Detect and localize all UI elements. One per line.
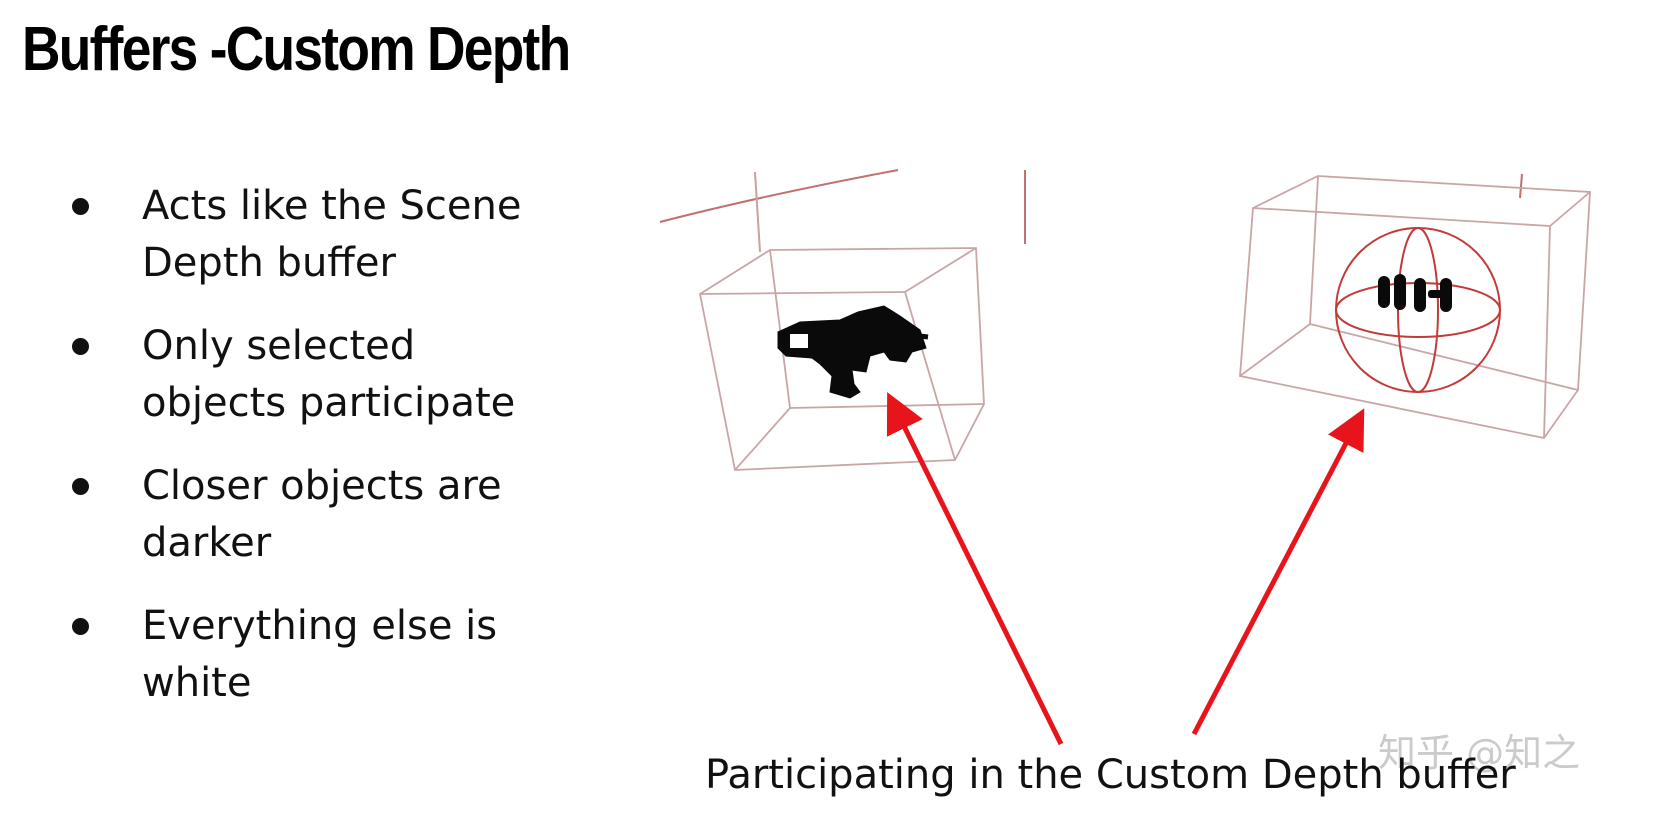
bullet-item: Everything else is white	[60, 598, 620, 712]
bullet-text-line2: objects participate	[142, 380, 516, 426]
pickup-icon	[1378, 274, 1452, 312]
watermark-logo: 知乎 @知之	[1378, 731, 1581, 775]
slide-title: Buffers -Custom Depth	[22, 15, 571, 84]
bullet-dot-icon	[72, 618, 89, 635]
bullet-text-line2: white	[142, 660, 252, 706]
bullet-dot-icon	[72, 198, 89, 215]
bullet-dot-icon	[72, 338, 89, 355]
bullet-text-line1: Closer objects are	[142, 463, 502, 509]
weapon-icon	[777, 305, 929, 399]
bullet-item: Closer objects are darker	[60, 458, 620, 572]
bullet-dot-icon	[72, 478, 89, 495]
bullet-text-line1: Everything else is	[142, 603, 498, 649]
scene-background-lines	[659, 169, 1523, 253]
bullet-item: Acts like the Scene Depth buffer	[60, 178, 620, 292]
bullet-text-line2: Depth buffer	[142, 240, 396, 286]
bullet-text-line1: Only selected	[142, 323, 416, 369]
bullet-text-line1: Acts like the Scene	[142, 183, 522, 229]
arrow-right	[1191, 408, 1365, 736]
wireframe-box-right	[1239, 175, 1591, 439]
wireframe-box-left	[698, 247, 985, 471]
bullet-text-line2: darker	[142, 520, 272, 566]
arrow-left	[886, 392, 1064, 746]
bullet-list: Acts like the Scene Depth buffer Only se…	[60, 178, 620, 738]
figure-caption: Participating in the Custom Depth buffer	[705, 752, 1516, 798]
bullet-item: Only selected objects participate	[60, 318, 620, 432]
